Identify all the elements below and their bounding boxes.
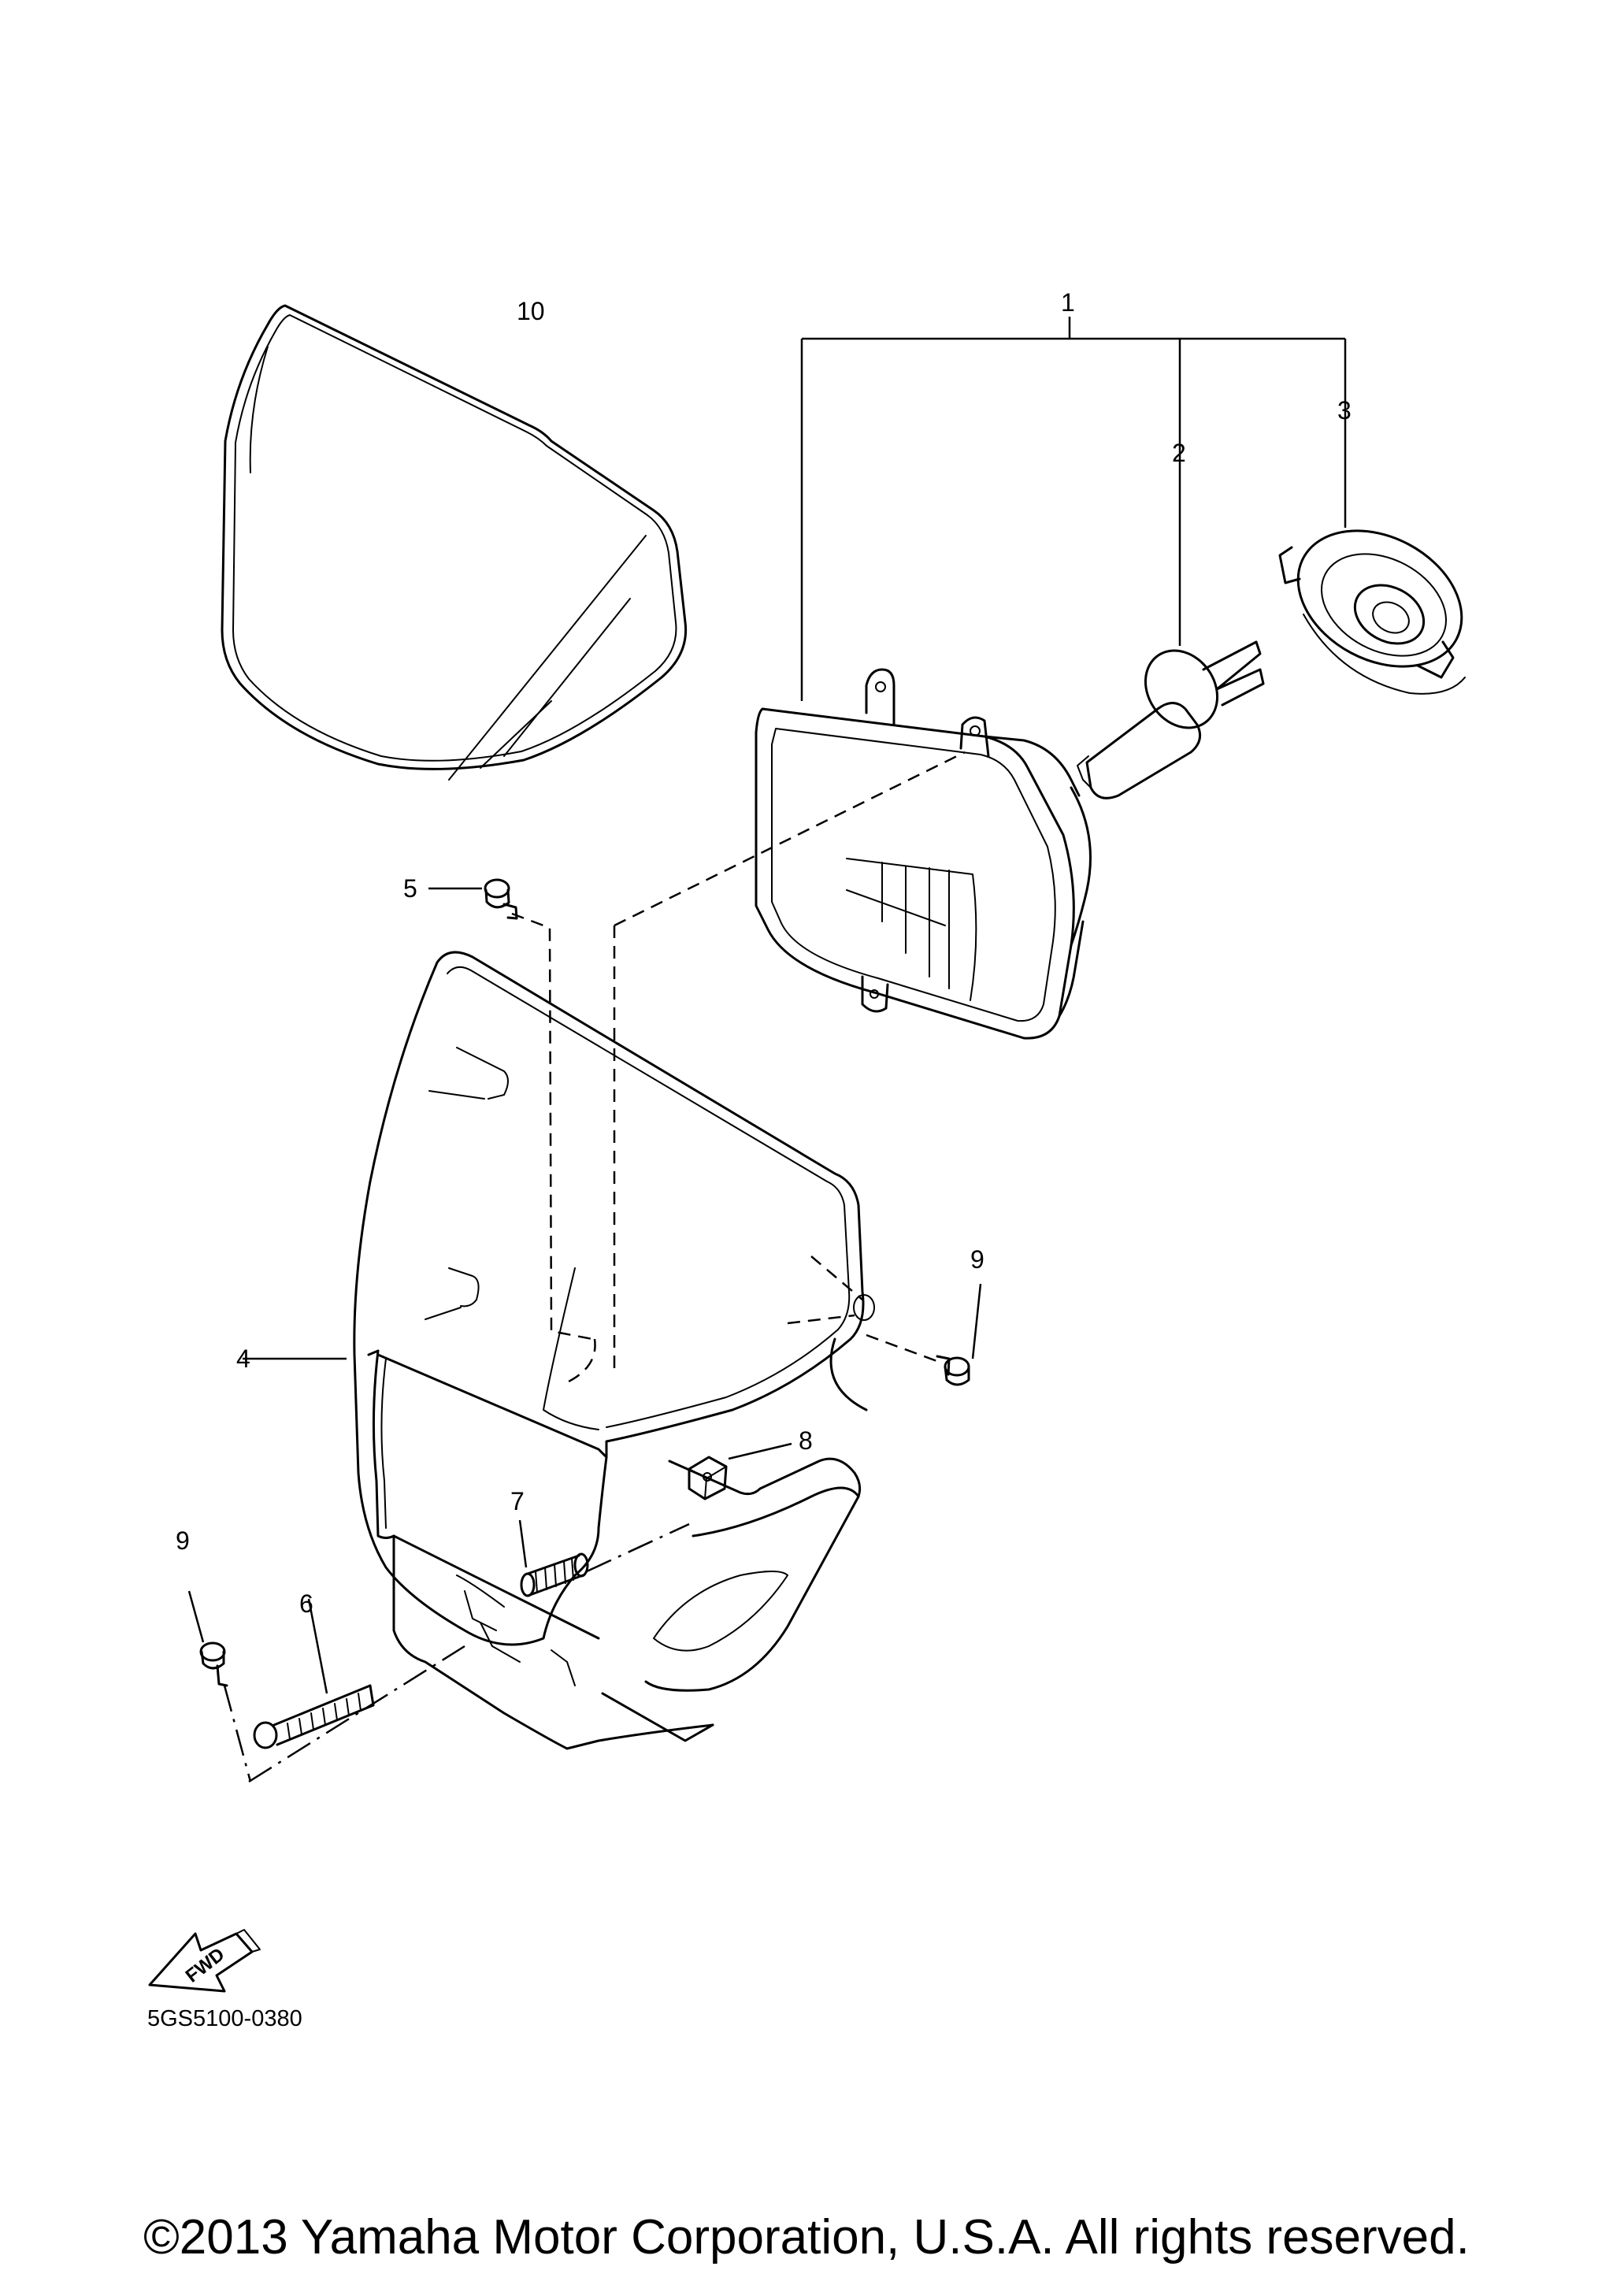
screw-part-9-left bbox=[187, 1590, 228, 1687]
callout-6: 6 bbox=[299, 1589, 313, 1618]
bulb-part bbox=[1077, 640, 1265, 799]
visor-part bbox=[221, 304, 688, 781]
callout-7: 7 bbox=[510, 1487, 525, 1515]
assembly-lines bbox=[223, 751, 966, 1783]
callout-9-left: 9 bbox=[176, 1526, 190, 1555]
screw-part-9-right bbox=[936, 1283, 982, 1386]
callout-5: 5 bbox=[403, 874, 417, 903]
headlight-assembly-leaders bbox=[800, 317, 1347, 701]
copyright-notice: ©2013 Yamaha Motor Corporation, U.S.A. A… bbox=[143, 2210, 1470, 2264]
callout-10: 10 bbox=[517, 297, 545, 325]
bolt-part-6 bbox=[253, 1598, 375, 1749]
callout-4: 4 bbox=[236, 1345, 250, 1373]
grommet-part-7 bbox=[518, 1519, 589, 1597]
callout-1: 1 bbox=[1061, 288, 1075, 317]
diagram-code: 5GS5100-0380 bbox=[147, 2006, 302, 2031]
nut-part-8 bbox=[688, 1442, 792, 1500]
bulb-socket-part bbox=[1278, 529, 1466, 695]
headlight-unit-part bbox=[755, 668, 1092, 1040]
headlight-cowl-part bbox=[243, 951, 875, 1750]
bolt-part-5 bbox=[428, 878, 518, 920]
fwd-label: FWD bbox=[182, 1944, 229, 1987]
callout-3: 3 bbox=[1337, 396, 1352, 425]
callout-8: 8 bbox=[799, 1426, 813, 1455]
fwd-arrow-icon: FWD bbox=[148, 1929, 261, 1993]
callout-2: 2 bbox=[1172, 439, 1186, 467]
callout-9-right: 9 bbox=[970, 1245, 984, 1274]
